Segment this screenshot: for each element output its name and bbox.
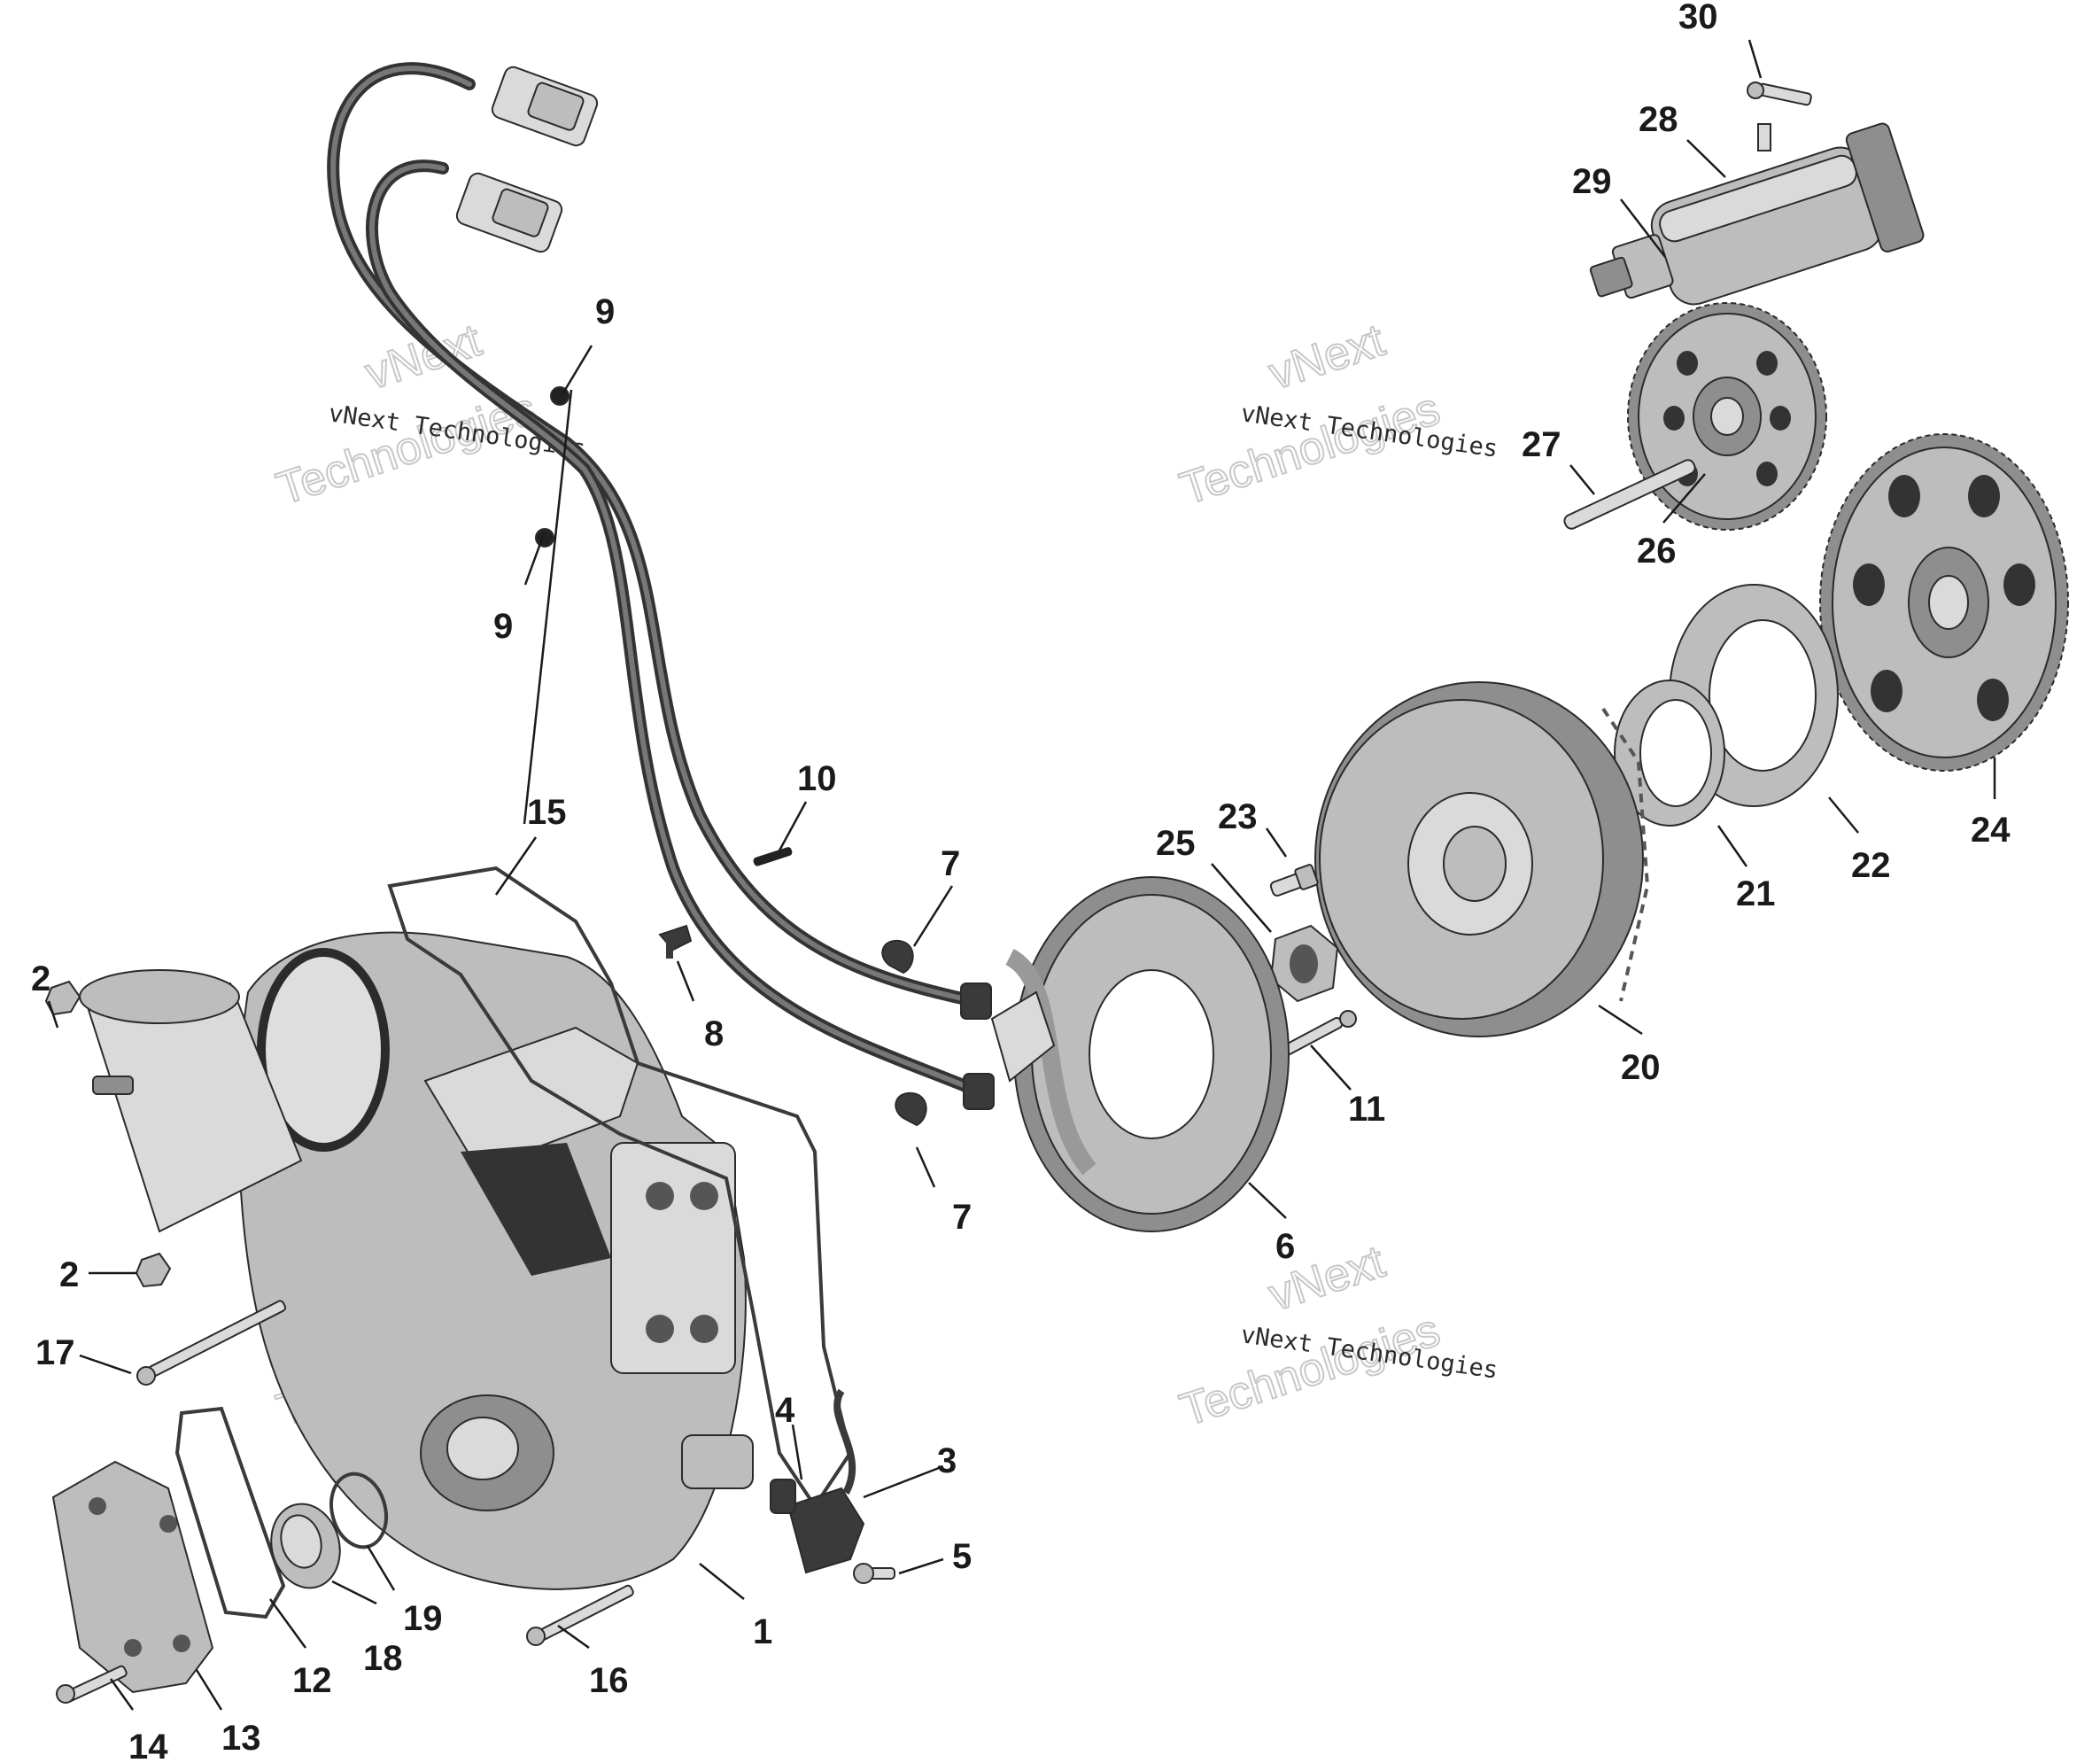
cover-plate-screw <box>56 1665 128 1704</box>
callout-14: 14 <box>128 1728 168 1763</box>
magneto-cover <box>237 931 754 1590</box>
cover-gasket <box>387 866 853 1510</box>
callout-7-upper: 7 <box>941 844 960 883</box>
callout-2-upper: 2 <box>31 959 50 998</box>
stator <box>990 876 1290 1232</box>
starter-idler-shaft <box>1563 459 1696 530</box>
harness-clip-7-upper <box>881 939 914 975</box>
starter-motor <box>1589 122 1925 306</box>
callout-7-lower: 7 <box>952 1198 972 1237</box>
harness-clip-7-lower <box>895 1091 927 1127</box>
plug-upper <box>44 980 81 1016</box>
flywheel-nut <box>1269 924 1339 1003</box>
callout-11: 11 <box>1348 1090 1385 1129</box>
callout-15: 15 <box>527 793 567 832</box>
callout-26: 26 <box>1637 532 1677 571</box>
callout-labels: 1 2 2 3 4 5 6 7 7 8 9 9 10 11 12 13 14 1… <box>31 0 2011 1763</box>
cover-screw-long-lower <box>526 1584 634 1646</box>
callout-23: 23 <box>1218 797 1258 836</box>
crank-position-sensor <box>787 1388 865 1574</box>
sensor-wire-grommet <box>770 1479 796 1514</box>
push-rivet <box>658 924 693 959</box>
callout-6: 6 <box>1275 1227 1295 1266</box>
callout-17: 17 <box>35 1333 75 1372</box>
canister-housing <box>79 969 303 1233</box>
callout-5: 5 <box>952 1537 972 1576</box>
callout-10: 10 <box>797 759 837 798</box>
callout-19: 19 <box>403 1599 443 1638</box>
callout-9-lower: 9 <box>493 607 513 646</box>
callout-25: 25 <box>1156 824 1196 863</box>
sensor-screw <box>853 1563 895 1584</box>
starter-idler-gear <box>1627 302 1827 531</box>
callout-8: 8 <box>704 1014 724 1053</box>
callout-21: 21 <box>1736 874 1776 913</box>
wiring-harness <box>327 62 980 1096</box>
callout-16: 16 <box>589 1661 629 1700</box>
svg-text:vNext: vNext <box>1263 315 1391 400</box>
plug-lower <box>135 1252 172 1288</box>
flywheel-rotor <box>1314 681 1650 1037</box>
callout-20: 20 <box>1621 1048 1661 1087</box>
stator-wire-connectors <box>960 982 995 1110</box>
starter-terminal <box>1757 123 1771 151</box>
callout-9-upper: 9 <box>595 292 615 331</box>
callout-4: 4 <box>775 1391 795 1430</box>
callout-2-lower: 2 <box>59 1255 79 1294</box>
callout-18: 18 <box>363 1639 403 1678</box>
callout-24: 24 <box>1971 811 2011 850</box>
sprag-bushing <box>1614 680 1725 827</box>
callout-29: 29 <box>1572 162 1612 201</box>
plug-cap <box>270 1503 341 1589</box>
watermark-bottom-right: vNext Technologies vNext Technologies <box>1174 1235 1499 1437</box>
flywheel-bolt <box>1269 864 1319 897</box>
cable-tie <box>753 847 793 866</box>
cover-plate-gasket <box>174 1406 286 1619</box>
harness-connector-upper <box>491 66 599 147</box>
callout-3: 3 <box>937 1441 957 1480</box>
cover-screw-long-upper <box>136 1300 287 1386</box>
callout-27: 27 <box>1522 425 1561 464</box>
watermark-top-right: vNext Technologies vNext Technologies <box>1174 314 1499 516</box>
callout-1: 1 <box>753 1612 772 1651</box>
callout-13: 13 <box>221 1719 261 1758</box>
callout-12: 12 <box>292 1661 332 1700</box>
starter-bolt <box>1747 82 1812 106</box>
harness-connector-lower <box>455 172 563 253</box>
sprag-gear <box>1819 433 2069 772</box>
cover-plate <box>51 1460 214 1694</box>
leader-lines <box>47 39 1996 1711</box>
callout-28: 28 <box>1639 100 1678 139</box>
callout-30: 30 <box>1678 0 1718 36</box>
callout-22: 22 <box>1851 846 1891 885</box>
